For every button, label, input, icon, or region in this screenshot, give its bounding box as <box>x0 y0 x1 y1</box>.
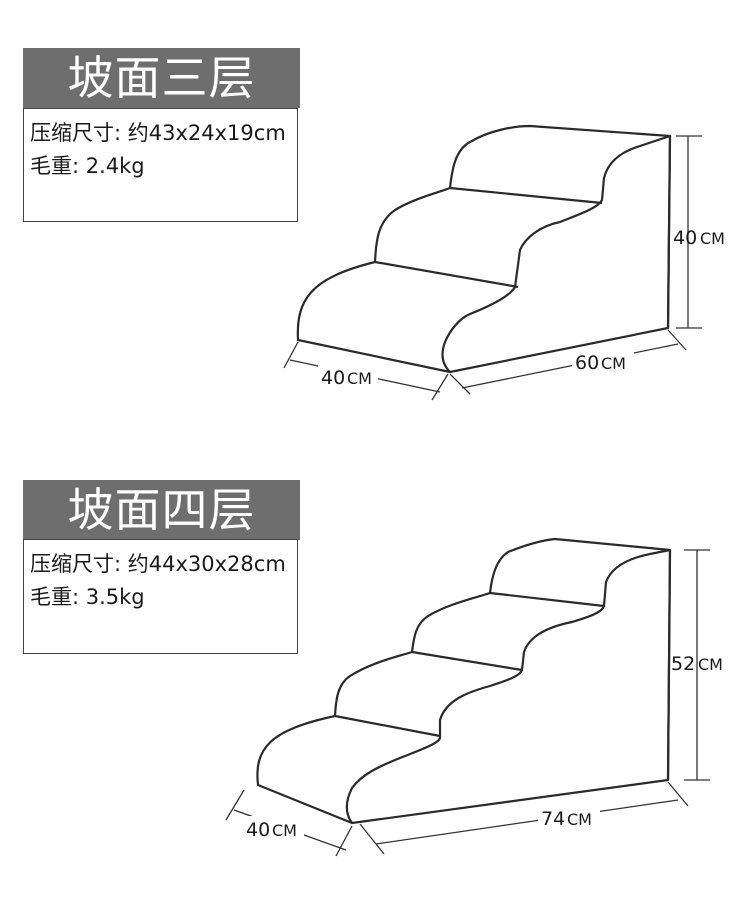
height-dimension-three-step: 40 CM <box>673 135 725 329</box>
depth-dimension-four-step: 40 CM <box>225 789 353 857</box>
length-unit-four-step: CM <box>567 810 592 829</box>
height-unit-three-step: CM <box>700 229 725 248</box>
three-step-side-edge <box>666 135 672 329</box>
length-value-three-step: 60 <box>575 352 599 374</box>
height-dimension-four-step: 52 CM <box>671 549 723 781</box>
compressed-size-text: 压缩尺寸: 约43x24x19cm <box>30 121 286 145</box>
spec-box-four-step: 压缩尺寸: 约44x30x28cm 毛重: 3.5kg <box>23 539 298 654</box>
height-value-four-step: 52 <box>671 653 695 675</box>
section-title-four-step: 坡面四层 <box>23 480 300 540</box>
three-step-stairs-drawing: 40 CM 40 CM 60 CM <box>283 124 725 401</box>
three-step-tread-2 <box>449 186 603 205</box>
three-step-section: 坡面三层 压缩尺寸: 约43x24x19cm 毛重: 2.4kg 40 CM 4… <box>0 0 747 440</box>
three-step-body <box>296 124 672 374</box>
depth-value-three-step: 40 <box>321 367 345 389</box>
height-unit-four-step: CM <box>698 655 723 674</box>
gross-weight-text: 毛重: 2.4kg <box>30 154 145 178</box>
four-step-tread-1 <box>334 714 441 738</box>
four-step-stairs-drawing: 52 CM 40 CM 74 CM <box>225 537 723 857</box>
four-step-body <box>256 537 672 825</box>
four-step-tread-3 <box>489 591 605 608</box>
depth-unit-three-step: CM <box>347 369 372 388</box>
depth-value-four-step: 40 <box>246 819 270 841</box>
length-dimension-four-step: 74 CM <box>359 781 689 855</box>
section-title-three-step: 坡面三层 <box>23 48 300 108</box>
four-step-tread-2 <box>411 650 523 672</box>
length-unit-three-step: CM <box>601 354 626 373</box>
four-step-side-edge <box>666 549 672 781</box>
three-step-tread-1 <box>374 260 519 289</box>
height-value-three-step: 40 <box>673 227 697 249</box>
compressed-size-text: 压缩尺寸: 约44x30x28cm <box>30 552 286 576</box>
length-value-four-step: 74 <box>541 808 565 830</box>
spec-box-three-step: 压缩尺寸: 约43x24x19cm 毛重: 2.4kg <box>23 108 298 222</box>
depth-unit-four-step: CM <box>272 821 297 840</box>
four-step-section: 坡面四层 压缩尺寸: 约44x30x28cm 毛重: 3.5kg 52 CM 4… <box>0 440 747 905</box>
depth-dimension-three-step: 40 CM <box>283 341 449 401</box>
length-dimension-three-step: 60 CM <box>449 329 687 395</box>
gross-weight-text: 毛重: 3.5kg <box>30 585 145 609</box>
